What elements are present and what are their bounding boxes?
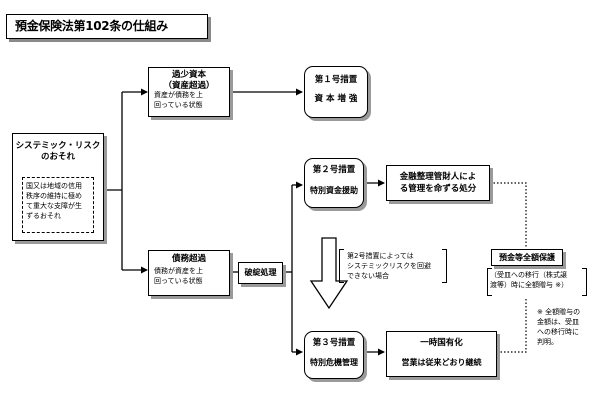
bankruptcy-label: 破綻処理 bbox=[244, 268, 277, 277]
systemic-risk-box: システミック・リスク のおそれ 国又は地域の信用 秩序の維持に極め て重大な支障… bbox=[12, 133, 104, 241]
measure1-box: 第１号措置 資 本 増 強 bbox=[304, 66, 368, 118]
measure2-failure-note: 第2号措置によっては システミックリスクを回避 できない場合 bbox=[339, 249, 447, 283]
measure3-sub: 特別危機管理 bbox=[310, 358, 358, 367]
dotted-connector-bottom bbox=[497, 298, 527, 353]
administrator-label: 金融整理管財人によ る管理を命ずる処分 bbox=[399, 172, 477, 194]
measure3-title: 第３号措置 bbox=[312, 338, 356, 348]
systemic-risk-desc: 国又は地域の信用 秩序の維持に極め て重大な支障が生 ずるおそれ bbox=[26, 182, 82, 220]
administrator-box: 金融整理管財人によ る管理を命ずる処分 bbox=[386, 165, 490, 201]
full-protection-box: 預金等全額保護 bbox=[491, 249, 563, 266]
nationalize-title: 一時国有化 bbox=[420, 338, 463, 348]
measure2-box: 第２号措置 特別資金援助 bbox=[304, 158, 364, 208]
insolvent-box: 債務超過 債務が資産を上 回っている状態 bbox=[148, 250, 230, 296]
measure1-title: 第１号措置 bbox=[314, 75, 358, 85]
systemic-risk-title: システミック・リスク のおそれ bbox=[15, 141, 101, 162]
dotted-connector-top bbox=[490, 182, 527, 248]
full-protection-title: 預金等全額保護 bbox=[499, 253, 555, 262]
nationalize-box: 一時国有化 営業は従来どおり継続 bbox=[386, 331, 497, 377]
undercap-box: 過少資本 （資産超過） 資産が債務を上 回っている状態 bbox=[148, 67, 230, 117]
measure2-sub: 特別資金援助 bbox=[310, 186, 358, 195]
measure2-title: 第２号措置 bbox=[312, 165, 356, 175]
bankruptcy-box: 破綻処理 bbox=[238, 262, 283, 284]
insolvent-title: 債務超過 bbox=[171, 254, 206, 264]
nationalize-sub: 営業は従来どおり継続 bbox=[401, 358, 482, 367]
measure2-failure-text: 第2号措置によっては システミックリスクを回避 できない場合 bbox=[347, 252, 431, 280]
systemic-risk-desc-box: 国又は地域の信用 秩序の維持に極め て重大な支障が生 ずるおそれ bbox=[22, 177, 94, 233]
full-protection-note: （受皿への移行（株式譲 渡等）時に全額贈与 ※） bbox=[487, 268, 587, 298]
measure1-sub: 資 本 増 強 bbox=[314, 94, 358, 104]
page-title: 預金保険法第102条の仕組み bbox=[6, 14, 208, 39]
full-protection-desc: （受皿への移行（株式譲 渡等）時に全額贈与 ※） bbox=[490, 271, 569, 289]
down-arrow-icon bbox=[309, 237, 349, 310]
insolvent-desc: 債務が資産を上 回っている状態 bbox=[154, 267, 203, 285]
undercap-title: 過少資本 （資産超過） bbox=[163, 70, 215, 91]
measure3-box: 第３号措置 特別危機管理 bbox=[304, 331, 364, 379]
undercap-desc: 資産が債務を上 回っている状態 bbox=[154, 91, 203, 109]
footnote: ※ 全額贈与の 金額は、受皿 への移行時に 判明。 bbox=[537, 308, 581, 346]
